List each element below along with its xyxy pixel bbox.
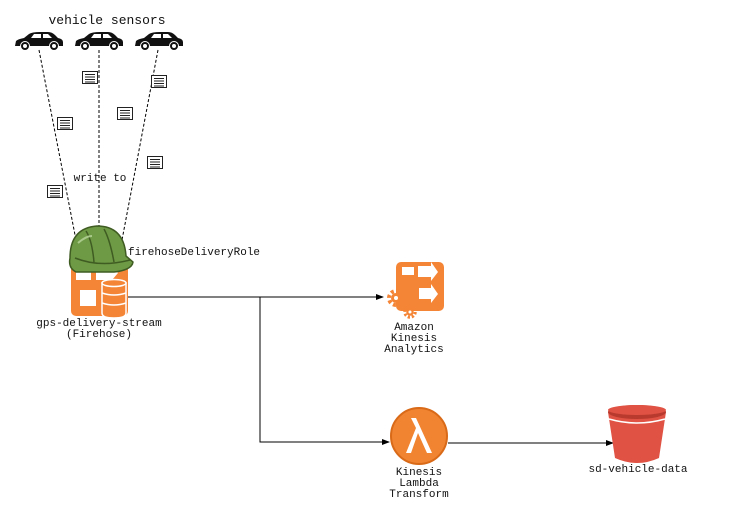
document-icon (147, 156, 163, 169)
lambda-label-line3: Transform (389, 489, 449, 501)
edge-firehose-to-lambda (259, 297, 390, 445)
car-icon (14, 31, 64, 51)
edge-label-write-to: write to (73, 173, 127, 185)
lambda-label-line1: Kinesis (395, 467, 443, 479)
document-icon (47, 185, 63, 198)
document-icon (151, 75, 167, 88)
firehose-name-label: gps-delivery-stream (36, 318, 162, 330)
document-icon (117, 107, 133, 120)
analytics-label-line3: Analytics (384, 344, 444, 356)
car-icon (74, 31, 124, 51)
diagram-title: vehicle sensors (48, 13, 166, 28)
document-icon (57, 117, 73, 130)
kinesis-analytics-icon (387, 262, 444, 319)
car-icon (134, 31, 184, 51)
bucket-label: sd-vehicle-data (588, 464, 688, 476)
s3-bucket-icon (608, 405, 666, 463)
lambda-icon (390, 407, 448, 465)
analytics-label-line2: Kinesis (390, 333, 438, 345)
firehose-kind-label: (Firehose) (65, 329, 132, 341)
write-line-1 (38, 49, 77, 241)
role-label: firehoseDeliveryRole (128, 247, 261, 259)
analytics-label-line1: Amazon (394, 322, 434, 334)
lambda-label-line2: Lambda (399, 478, 439, 490)
document-icon (82, 71, 98, 84)
hard-hat-icon (68, 225, 134, 273)
